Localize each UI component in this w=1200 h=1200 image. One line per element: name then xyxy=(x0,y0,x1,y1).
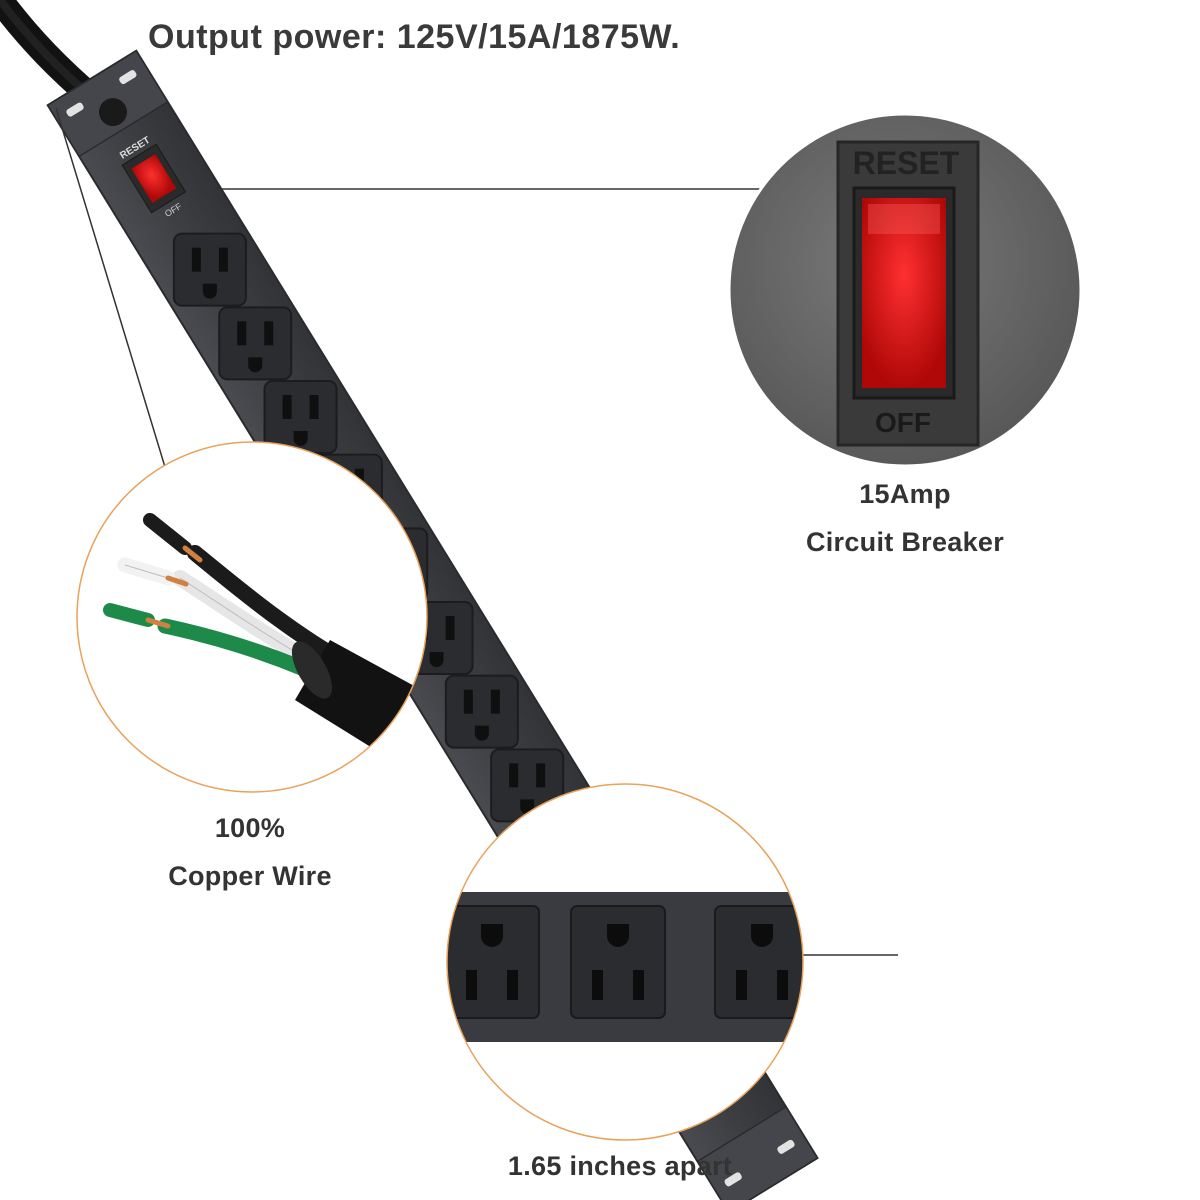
copper-tip xyxy=(182,545,203,563)
copper-tip xyxy=(165,575,189,587)
copper-caption-line2: Copper Wire xyxy=(168,861,332,891)
copper-leader-line xyxy=(55,107,166,468)
outlet-spacing-callout xyxy=(446,783,804,1141)
mount-slot xyxy=(66,102,84,117)
mount-slot xyxy=(119,70,137,85)
outlet xyxy=(172,232,247,307)
outlet xyxy=(263,379,338,454)
callout-ring xyxy=(76,441,428,793)
mount-slot xyxy=(777,1139,795,1154)
mount-slot xyxy=(724,1172,742,1187)
breaker-zoom-bottom-label: OFF xyxy=(875,407,931,438)
copper-wire-callout xyxy=(76,441,428,793)
spacing-caption: 1.65 inches apart xyxy=(440,1142,800,1190)
cord-grommet xyxy=(98,98,127,127)
copper-tip xyxy=(145,617,171,629)
spacing-caption-line1: 1.65 inches apart xyxy=(507,1151,733,1181)
breaker-zoom-callout: RESET OFF xyxy=(727,112,1083,468)
outlet xyxy=(444,674,519,749)
headline: Output power: 125V/15A/1875W. xyxy=(148,18,681,56)
zoom-outlet xyxy=(570,905,666,1019)
breaker-caption-line1: 15Amp xyxy=(859,479,951,509)
callout-ring xyxy=(446,783,804,1141)
copper-caption: 100% Copper Wire xyxy=(130,804,370,900)
copper-caption-line1: 100% xyxy=(214,813,286,843)
outlet xyxy=(218,306,293,381)
breaker-caption: 15Amp Circuit Breaker xyxy=(760,470,1050,566)
breaker-zoom-top-label: RESET xyxy=(853,145,960,181)
breaker-caption-line2: Circuit Breaker xyxy=(805,527,1005,557)
zoom-outlet xyxy=(447,905,540,1019)
zoom-outlet xyxy=(714,905,803,1019)
